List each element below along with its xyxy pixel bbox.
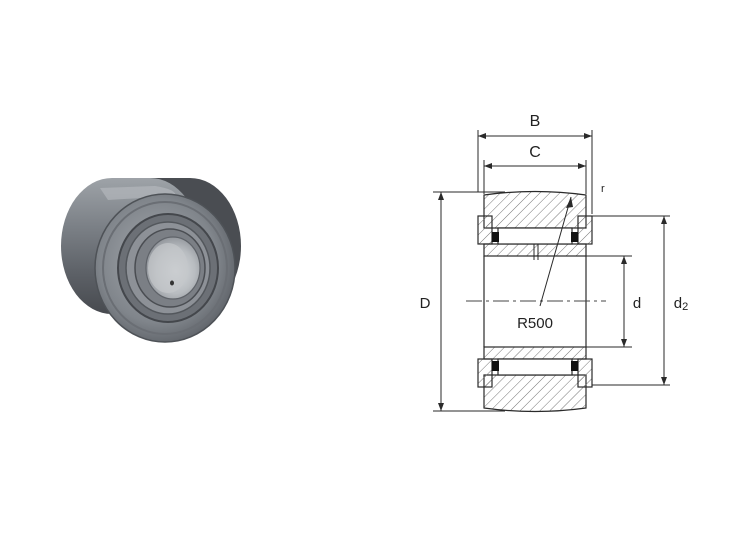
- seal-bottom-right: [571, 361, 578, 371]
- dimension-label-r: r: [601, 183, 605, 195]
- seal-top-right: [571, 232, 578, 242]
- seal-top-left: [492, 232, 499, 242]
- outer-ring-top: [483, 190, 587, 229]
- dimension-label-d2: d2: [674, 295, 688, 313]
- dimension-label-C: C: [529, 144, 541, 161]
- radius-leader: [539, 196, 572, 307]
- cross-section-drawing: [433, 130, 670, 413]
- inner-ring-top: [483, 243, 587, 257]
- bearing-product-image: [61, 178, 241, 343]
- seal-bottom-left: [492, 361, 499, 371]
- inner-ring-bottom: [483, 346, 587, 360]
- dimension-label-d: d: [633, 295, 641, 312]
- radius-label: R500: [517, 315, 553, 332]
- dimension-label-B: B: [530, 113, 541, 130]
- outer-ring-bottom: [483, 374, 587, 413]
- dimension-label-D: D: [420, 295, 431, 312]
